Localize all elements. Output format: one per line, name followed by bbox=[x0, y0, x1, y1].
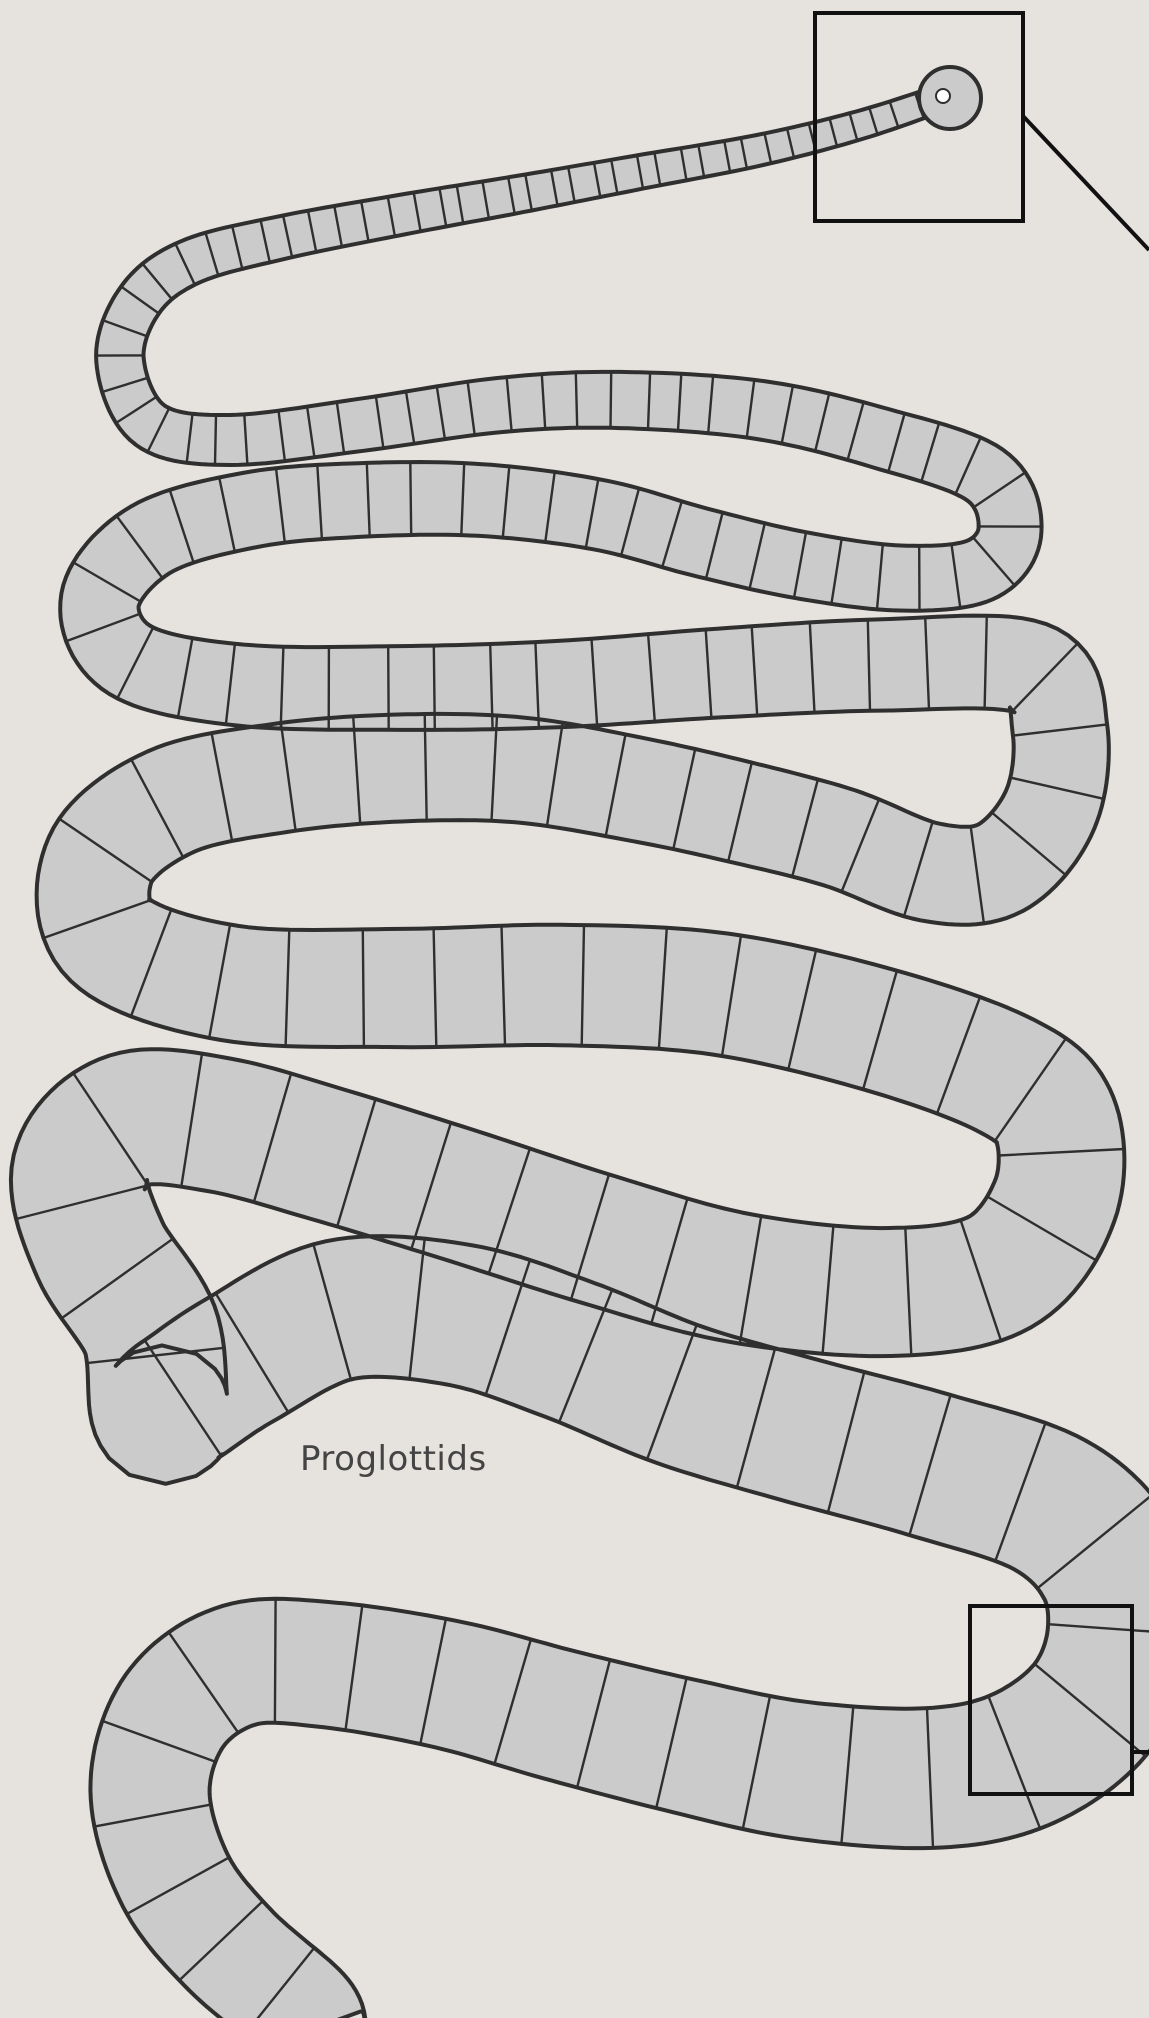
proglottid-segment bbox=[388, 646, 389, 730]
body-outline bbox=[11, 86, 1149, 2018]
proglottids-label: Proglottids bbox=[300, 1439, 487, 1479]
proglottid-segment bbox=[275, 1599, 276, 1723]
proglottid-segment bbox=[576, 372, 577, 428]
proglottid-segment bbox=[410, 462, 411, 535]
proglottid-segment bbox=[611, 372, 612, 428]
scolex-leader-line bbox=[1023, 116, 1149, 250]
proglottid-segment bbox=[434, 646, 435, 730]
scolex-sucker bbox=[936, 89, 950, 103]
tapeworm-body bbox=[11, 86, 1149, 2018]
proglottid-segment bbox=[215, 415, 216, 465]
proglottid-segment bbox=[363, 929, 364, 1047]
